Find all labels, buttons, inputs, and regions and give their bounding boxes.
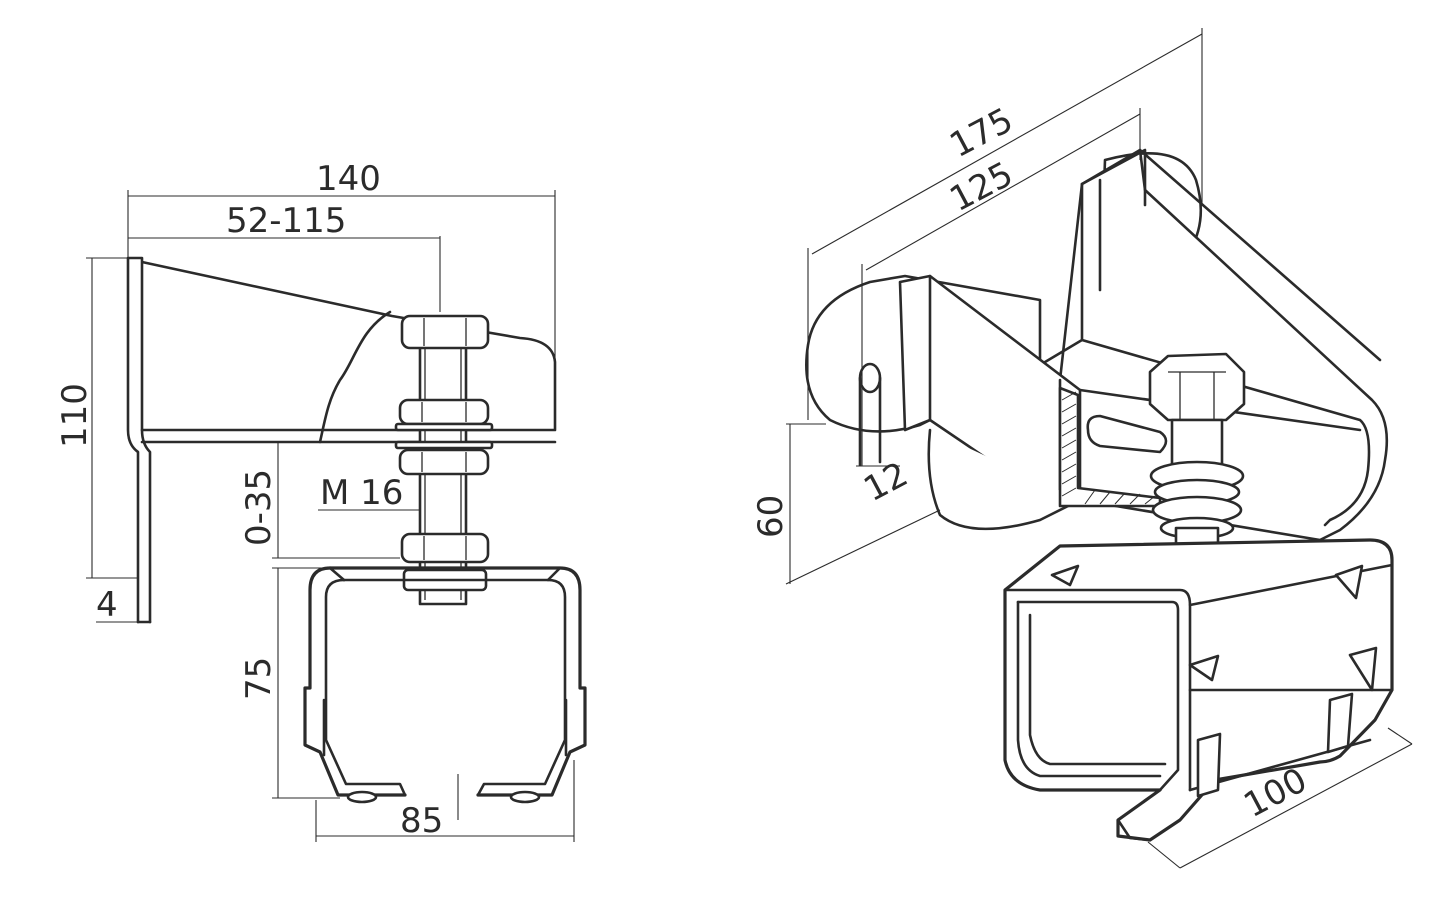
iso-bolt [1148, 352, 1246, 584]
iso-dim-slot-label: 12 [857, 454, 914, 510]
dim-rail-height-label: 75 [239, 657, 279, 700]
iso-dimension-lines [785, 28, 1413, 869]
dim-rail-width-label: 85 [400, 801, 443, 841]
bolt-assembly [394, 236, 494, 606]
iso-section-hatch [1058, 386, 1168, 508]
dim-plate-thickness-label: 4 [96, 585, 118, 625]
iso-dim-length-outer-label: 175 [943, 100, 1019, 166]
iso-dim-length-inner-label: 125 [943, 154, 1019, 220]
side-dimension-lines [86, 190, 575, 842]
iso-rail [1003, 538, 1394, 842]
iso-dim-height-label: 60 [751, 495, 791, 538]
dim-overall-width-label: 140 [316, 159, 381, 199]
dim-clearance-label: 0-35 [239, 469, 279, 546]
side-view: 140 52-115 110 4 0-35 M 16 75 85 [55, 159, 587, 842]
dim-adjust-range-label: 52-115 [226, 201, 346, 241]
iso-view: 175 125 12 60 100 [751, 28, 1413, 869]
dim-height-label: 110 [55, 383, 95, 448]
dim-bolt-label: M 16 [320, 473, 403, 513]
rail-section [303, 566, 587, 804]
